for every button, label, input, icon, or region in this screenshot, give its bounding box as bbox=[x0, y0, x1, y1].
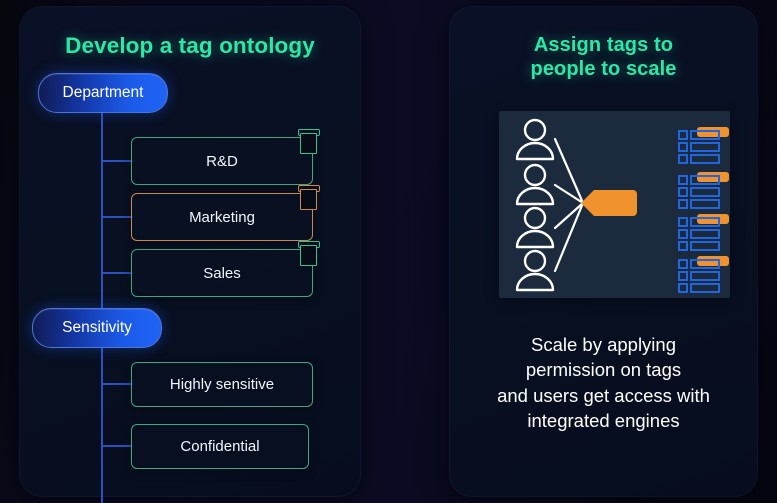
tags-to-people-diagram bbox=[499, 111, 730, 298]
tag-node-rnd[interactable]: R&D bbox=[131, 129, 320, 185]
tag-node-label: Marketing bbox=[189, 208, 255, 226]
tree-branch-line bbox=[101, 216, 133, 218]
tag-icon bbox=[298, 239, 320, 266]
tag-node-sales[interactable]: Sales bbox=[131, 241, 320, 297]
tag-node-label: R&D bbox=[206, 152, 238, 170]
tag-node-label: Confidential bbox=[180, 438, 260, 455]
left-panel-title: Develop a tag ontology bbox=[65, 33, 315, 58]
tree-branch-line bbox=[101, 160, 133, 162]
tree-branch-line bbox=[101, 383, 133, 385]
right-panel-caption: Scale by applying permission on tags and… bbox=[497, 334, 710, 432]
tree-branch-line bbox=[101, 445, 133, 447]
tree-branch-line bbox=[101, 272, 133, 274]
tag-node-label: Sales bbox=[203, 264, 241, 282]
group-pill-label: Sensitivity bbox=[62, 319, 132, 336]
tag-node-marketing[interactable]: Marketing bbox=[131, 185, 320, 241]
group-pill-label: Department bbox=[62, 84, 144, 101]
tree-trunk-line bbox=[101, 105, 103, 503]
group-pill-sensitivity[interactable]: Sensitivity bbox=[32, 308, 162, 348]
tag-node-confidential[interactable]: Confidential bbox=[131, 424, 309, 469]
right-panel-title: Assign tags to people to scale bbox=[530, 34, 677, 81]
group-pill-department[interactable]: Department bbox=[38, 73, 168, 113]
tag-node-highly-sensitive[interactable]: Highly sensitive bbox=[131, 362, 313, 407]
tag-node-label: Highly sensitive bbox=[169, 376, 275, 393]
tag-icon bbox=[298, 183, 320, 210]
tag-icon bbox=[298, 127, 320, 154]
